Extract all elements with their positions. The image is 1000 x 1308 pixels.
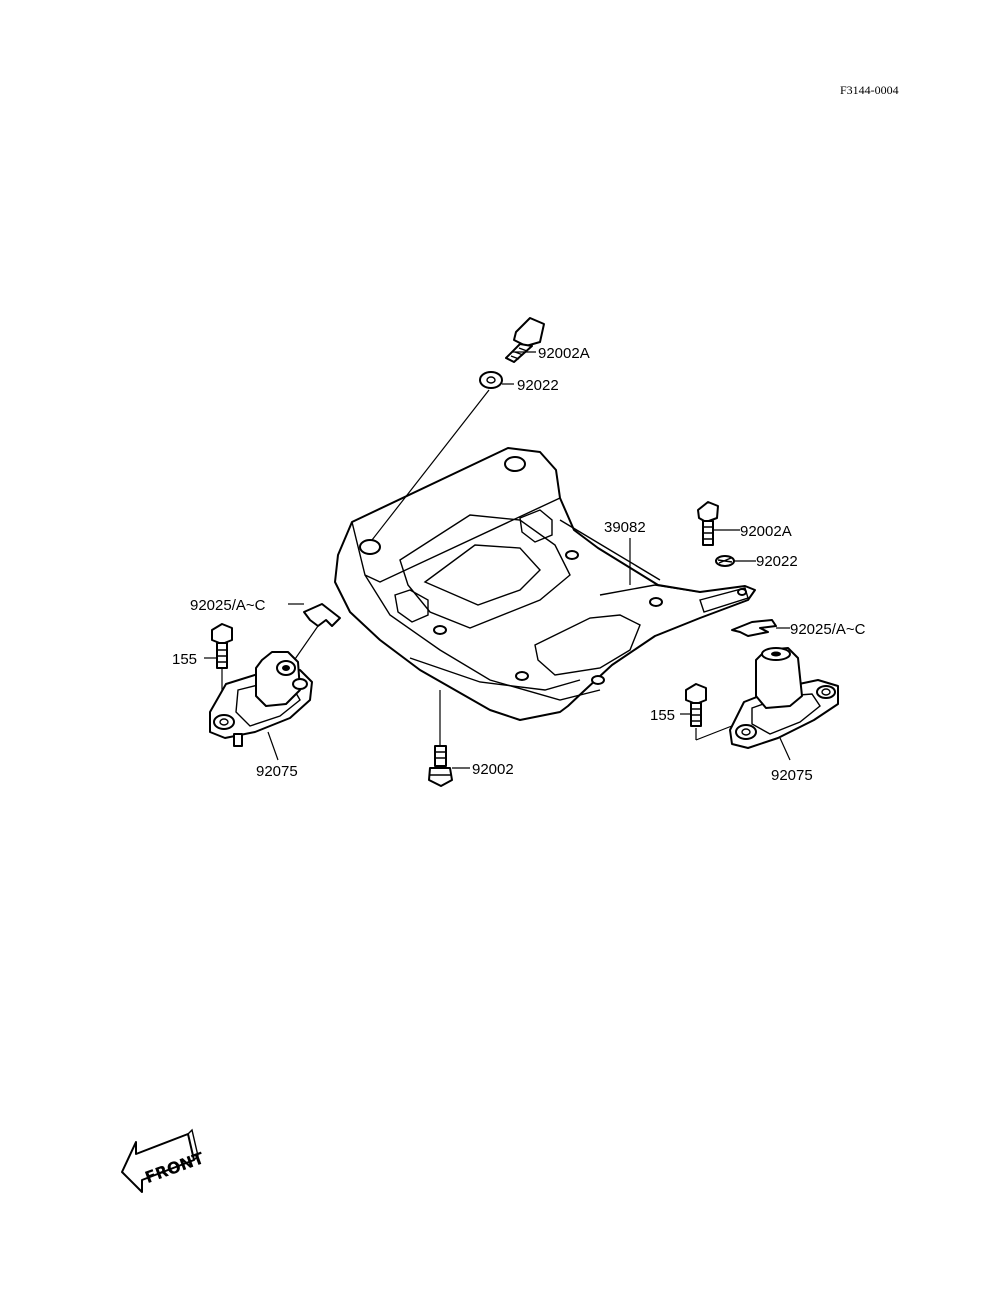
top-washer bbox=[479, 371, 503, 389]
label-bottom-bolt: 92002 bbox=[472, 761, 514, 778]
right-engine-mount bbox=[729, 647, 839, 749]
label-left-shim: 92025/A~C bbox=[190, 597, 266, 614]
label-right-mount: 92075 bbox=[771, 767, 813, 784]
label-left-screw: 155 bbox=[172, 651, 197, 668]
left-shim bbox=[303, 603, 341, 627]
label-left-mount: 92075 bbox=[256, 763, 298, 780]
right-screw bbox=[685, 683, 707, 727]
left-engine-mount bbox=[209, 651, 313, 747]
left-screw bbox=[211, 623, 233, 669]
right-bolt bbox=[697, 501, 719, 546]
label-crossmember: 39082 bbox=[604, 519, 646, 536]
label-right-bolt: 92002A bbox=[740, 523, 792, 540]
right-shim bbox=[731, 619, 777, 637]
label-right-screw: 155 bbox=[650, 707, 675, 724]
drawing-code: F3144-0004 bbox=[840, 83, 899, 97]
top-bolt bbox=[505, 317, 545, 363]
label-top-washer: 92022 bbox=[517, 377, 559, 394]
label-right-washer: 92022 bbox=[756, 553, 798, 570]
bottom-bolt bbox=[428, 745, 453, 787]
right-washer bbox=[715, 555, 735, 567]
label-top-bolt: 92002A bbox=[538, 345, 590, 362]
label-right-shim: 92025/A~C bbox=[790, 621, 866, 638]
crossmember-bracket bbox=[334, 447, 756, 721]
front-arrow: FRONT bbox=[121, 1128, 206, 1193]
